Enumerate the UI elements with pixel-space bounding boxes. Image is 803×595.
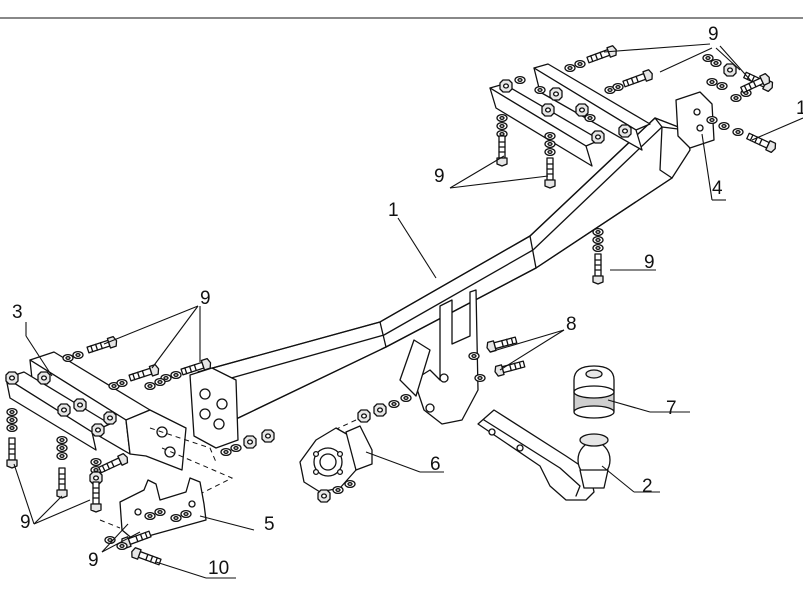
callout-2: 2: [642, 476, 653, 497]
socket-plate-part6: [299, 425, 373, 503]
callout-5: 5: [264, 514, 275, 535]
callout-9-lower-left: 9: [20, 512, 31, 533]
callout-9-left-top: 9: [200, 288, 211, 309]
alignment-line-left-3: [99, 519, 121, 529]
callout-9-upper-left: 9: [434, 166, 445, 187]
callout-1: 1: [388, 200, 399, 221]
callout-10: 10: [208, 558, 229, 579]
callout-7: 7: [666, 398, 677, 419]
callout-1-edge: 1: [796, 98, 803, 119]
callout-9-top-right: 9: [708, 24, 719, 45]
alignment-line-part8: [329, 419, 357, 433]
callout-9-bottom: 9: [88, 550, 99, 571]
main-crossbar: [189, 117, 691, 449]
callout-8: 8: [566, 314, 577, 335]
alignment-line-left-2: [161, 447, 234, 495]
alignment-line-left-1: [149, 427, 217, 463]
tow-ball-arm-part2: [477, 409, 611, 501]
ball-cover-part7: [573, 365, 615, 419]
left-bracket: [5, 351, 187, 471]
right-side-plate: [675, 91, 715, 149]
callout-6: 6: [430, 454, 441, 475]
callout-3: 3: [12, 302, 23, 323]
right-bracket-upper: [489, 63, 651, 167]
callout-4: 4: [712, 178, 723, 199]
small-bracket-part5: [104, 477, 207, 568]
vertical-bracket-part8: [357, 289, 526, 425]
leader-lines: [13, 43, 803, 579]
callout-9-right-mid: 9: [644, 252, 655, 273]
